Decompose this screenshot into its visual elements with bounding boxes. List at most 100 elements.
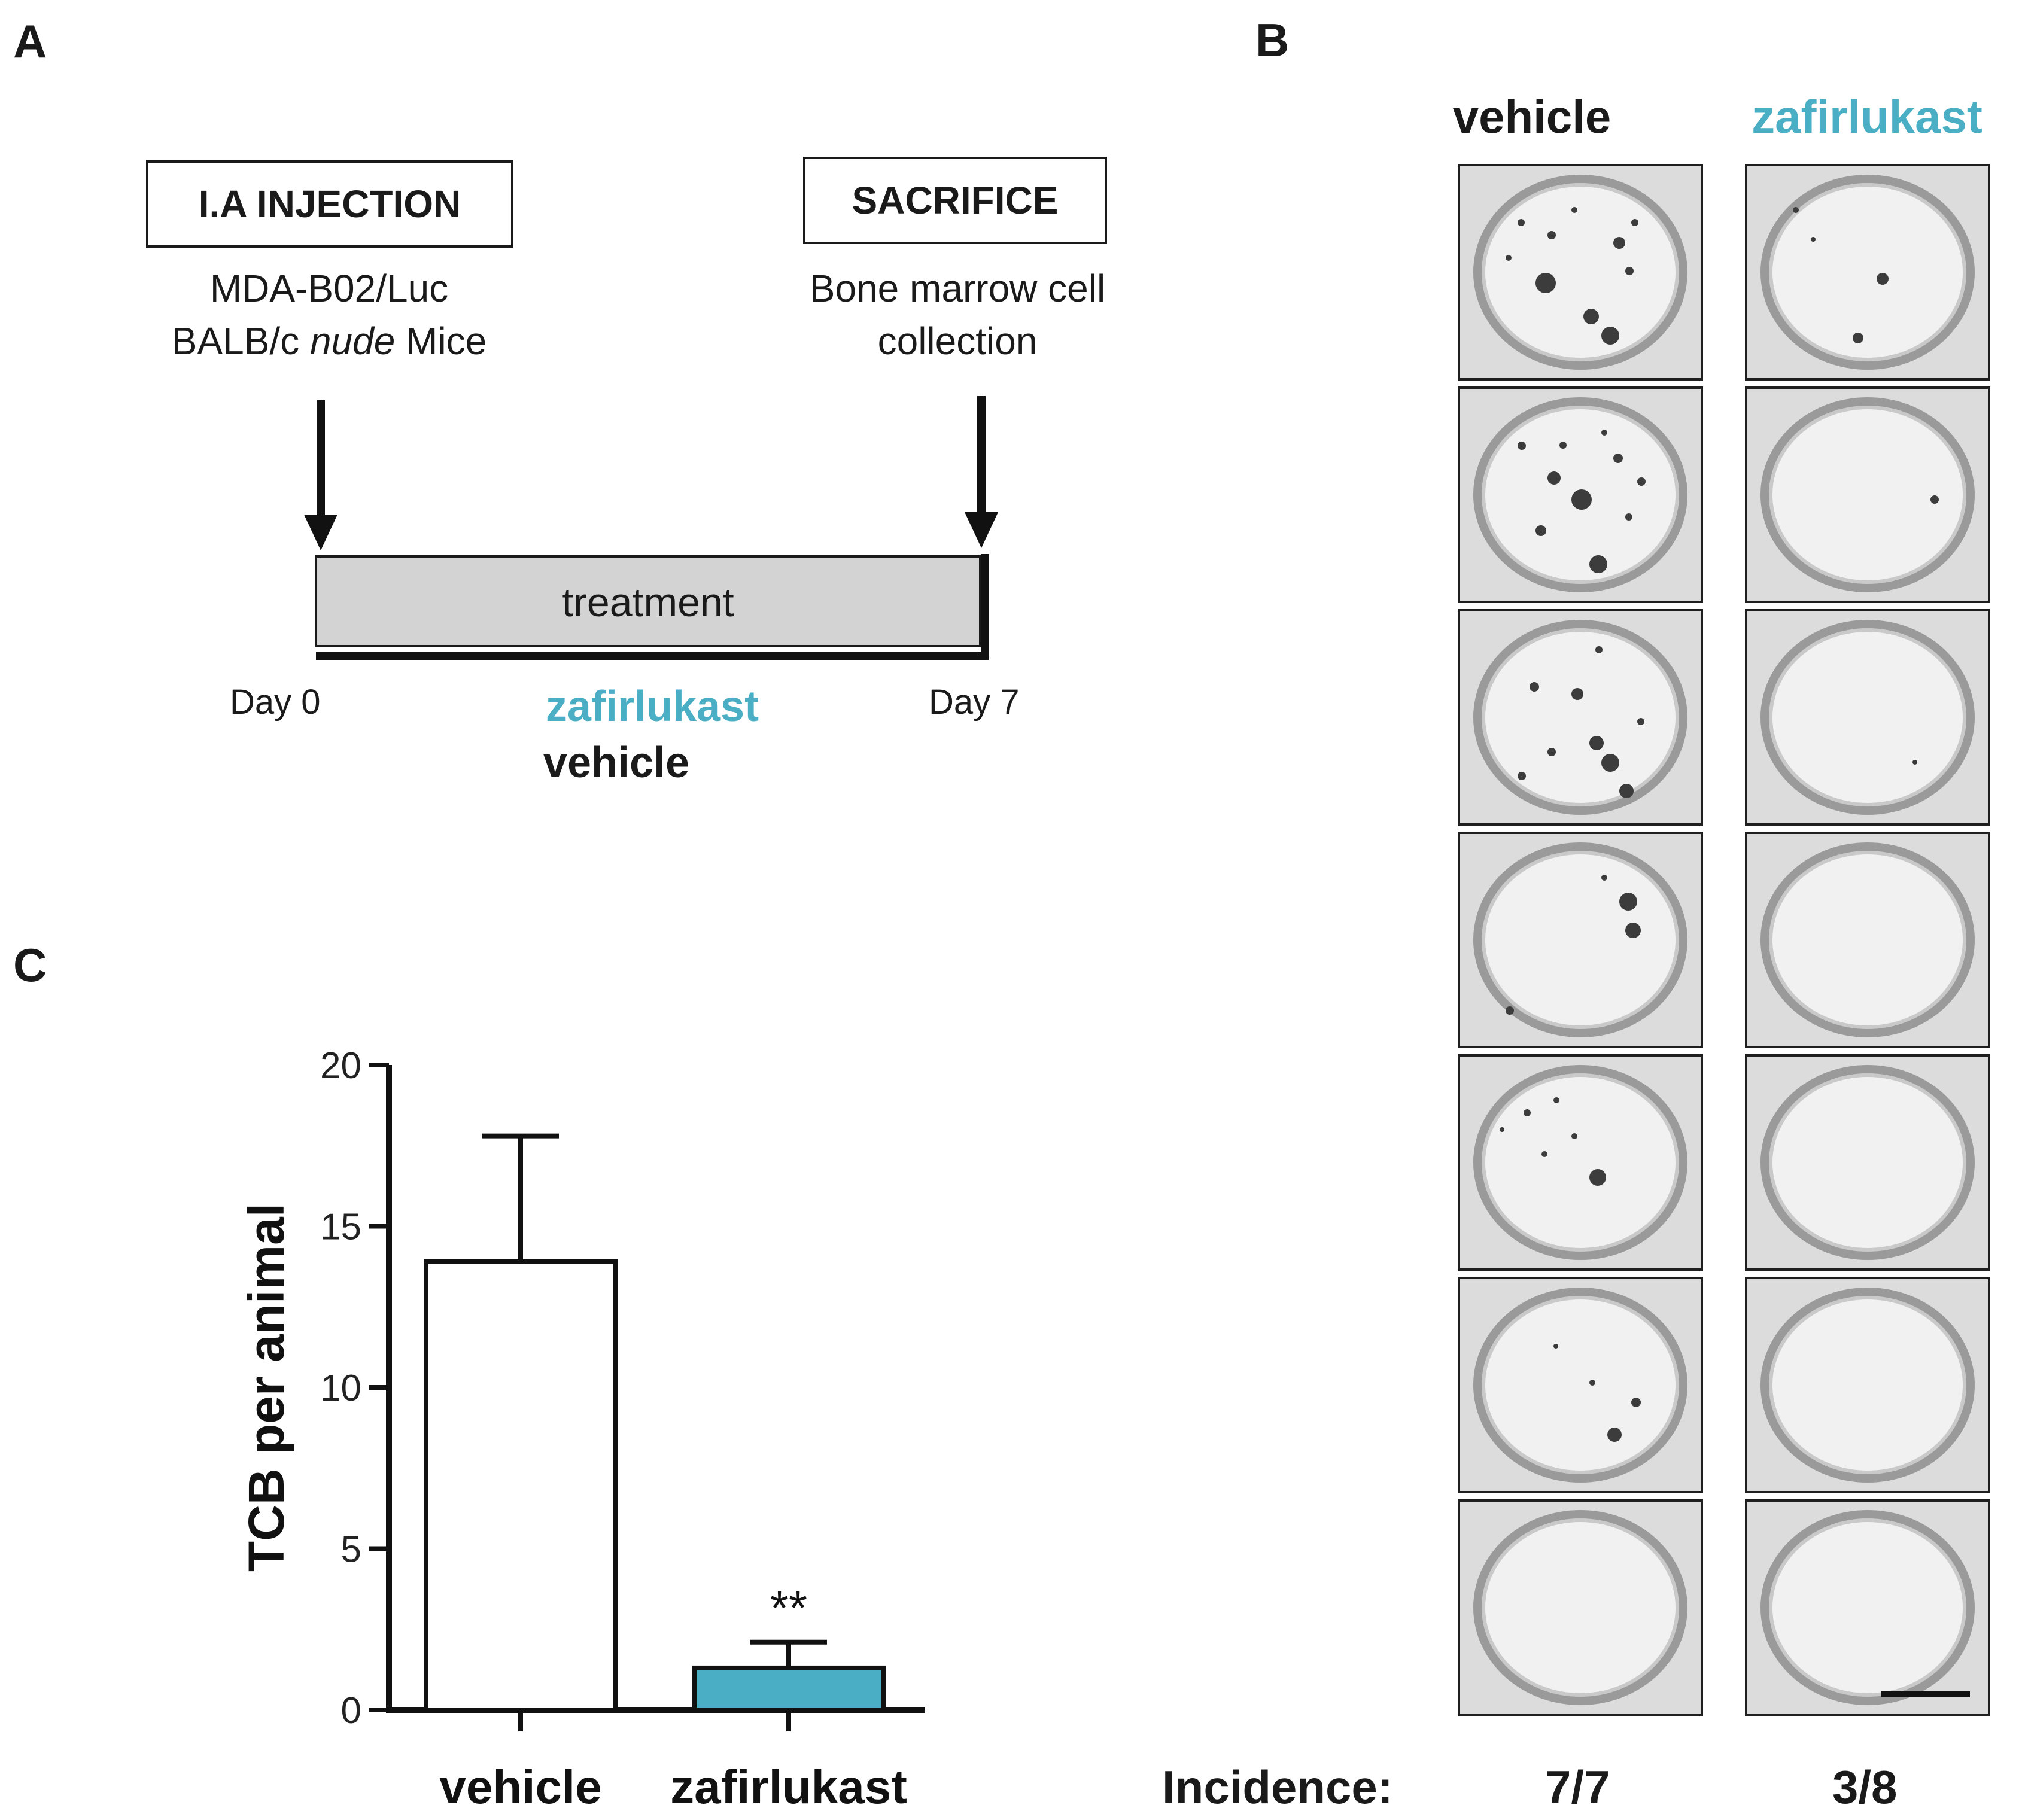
y-tick-label: 20	[320, 1045, 361, 1086]
timeline-control-group: vehicle	[543, 739, 690, 787]
colony	[1524, 1109, 1531, 1116]
zafirlukast-well	[1745, 832, 1990, 1048]
vehicle-well	[1458, 1277, 1703, 1493]
colony	[1595, 646, 1603, 653]
culture-dish	[1760, 1288, 1975, 1483]
incidence-label: Incidence:	[1162, 1761, 1393, 1813]
colony	[1547, 748, 1556, 756]
colony	[1500, 1127, 1504, 1132]
colony	[1631, 1398, 1641, 1407]
scale-bar	[1881, 1691, 1970, 1697]
colony	[1589, 555, 1607, 573]
injection-desc-line2: BALB/c nude Mice	[120, 315, 539, 367]
culture-dish	[1760, 397, 1975, 592]
treatment-label: treatment	[562, 580, 734, 625]
incidence-zafirlukast: 3/8	[1832, 1761, 1898, 1813]
colony	[1631, 219, 1638, 226]
vehicle-well	[1458, 832, 1703, 1048]
colony	[1559, 442, 1567, 449]
culture-dish	[1760, 1510, 1975, 1705]
colony	[1601, 754, 1619, 772]
x-tick-label-vehicle: vehicle	[439, 1760, 601, 1813]
colony	[1553, 1097, 1559, 1103]
culture-dish	[1760, 175, 1975, 370]
colony	[1535, 273, 1556, 293]
vehicle-well	[1458, 164, 1703, 381]
sacrifice-desc-line2: collection	[877, 319, 1038, 363]
colony	[1518, 442, 1526, 450]
injection-arrow-head	[304, 515, 337, 550]
colony	[1571, 489, 1592, 510]
colony	[1607, 1428, 1622, 1442]
sacrifice-desc-line1: Bone marrow cell	[809, 267, 1106, 310]
day-7-label: Day 7	[929, 683, 1020, 722]
colony	[1613, 237, 1625, 249]
colony	[1518, 772, 1526, 780]
colony	[1583, 309, 1599, 324]
vehicle-well	[1458, 1054, 1703, 1271]
injection-desc-strain: BALB/c	[171, 319, 310, 363]
column-title-vehicle: vehicle	[1452, 90, 1611, 143]
culture-dish	[1760, 842, 1975, 1037]
x-tick-label-zafirlukast: zafirlukast	[670, 1760, 907, 1813]
colony	[1547, 231, 1556, 239]
culture-dish	[1473, 1288, 1687, 1483]
culture-dish	[1473, 1065, 1687, 1260]
colony	[1571, 1133, 1577, 1139]
colony	[1541, 1151, 1547, 1157]
colony	[1853, 333, 1863, 343]
colony	[1637, 718, 1644, 725]
colony	[1601, 430, 1607, 436]
vehicle-well	[1458, 609, 1703, 826]
culture-dish	[1473, 175, 1687, 370]
colony	[1571, 207, 1577, 213]
injection-desc-line1: MDA-B02/Luc	[209, 267, 449, 310]
colony	[1530, 682, 1539, 692]
panel-label-b: B	[1255, 14, 1290, 66]
y-tick-label: 5	[341, 1529, 361, 1571]
colony	[1625, 513, 1632, 521]
significance-annotation: **	[770, 1581, 807, 1635]
culture-dish	[1760, 1065, 1975, 1260]
y-axis-title: TCB per animal	[238, 1203, 294, 1572]
y-tick-label: 0	[341, 1690, 361, 1731]
colony	[1589, 736, 1604, 750]
colony	[1930, 495, 1939, 504]
bar-zafirlukast	[692, 1665, 886, 1713]
colony	[1518, 219, 1525, 226]
colony	[1877, 273, 1889, 285]
panel-label-c: C	[13, 939, 47, 991]
colony	[1506, 1006, 1514, 1015]
sacrifice-box: SACRIFICE	[803, 157, 1107, 244]
colony	[1547, 471, 1561, 485]
bar-vehicle	[424, 1259, 618, 1713]
culture-dish	[1760, 620, 1975, 815]
colony	[1619, 784, 1634, 798]
zafirlukast-well	[1745, 386, 1990, 603]
colony	[1637, 477, 1646, 486]
zafirlukast-well	[1745, 1054, 1990, 1271]
zafirlukast-well	[1745, 609, 1990, 826]
timeline-treated-group: zafirlukast	[545, 683, 759, 731]
colony	[1535, 525, 1546, 536]
culture-dish	[1473, 1510, 1687, 1705]
colony	[1601, 327, 1619, 345]
colony	[1506, 255, 1512, 261]
y-tick-label: 15	[320, 1207, 361, 1248]
column-title-zafirlukast: zafirlukast	[1752, 90, 1982, 143]
colony	[1625, 923, 1641, 938]
incidence-vehicle: 7/7	[1545, 1761, 1610, 1813]
injection-description: MDA-B02/Luc BALB/c nude Mice	[120, 262, 539, 367]
vehicle-well	[1458, 1499, 1703, 1716]
colony	[1553, 1344, 1558, 1349]
culture-dish	[1473, 620, 1687, 815]
colony	[1613, 454, 1623, 463]
zafirlukast-well	[1745, 1499, 1990, 1716]
vehicle-well	[1458, 386, 1703, 603]
colony	[1793, 207, 1799, 213]
day-0-label: Day 0	[230, 683, 321, 722]
injection-box: I.A INJECTION	[146, 160, 513, 248]
sacrifice-arrow-head	[965, 512, 998, 548]
colony	[1571, 688, 1583, 700]
colony	[1912, 760, 1917, 765]
